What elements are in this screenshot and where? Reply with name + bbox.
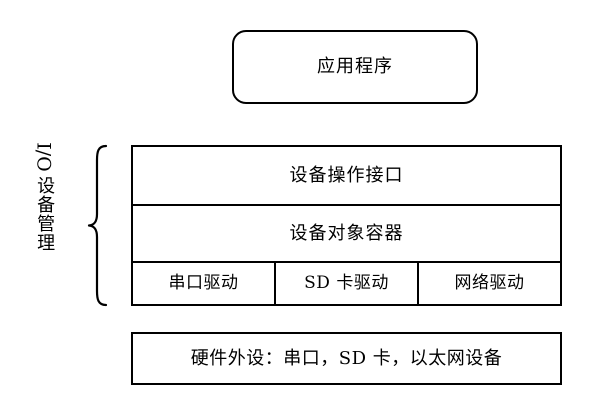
serial-driver-label: 串口驱动 bbox=[168, 273, 239, 293]
application-program-label: 应用程序 bbox=[317, 56, 393, 77]
serial-driver-cell: 串口驱动 bbox=[133, 263, 276, 304]
io-device-management-label: I/O 设备管理 bbox=[26, 140, 62, 308]
driver-row: 串口驱动 SD 卡驱动 网络驱动 bbox=[133, 263, 560, 304]
device-operation-interface-label: 设备操作接口 bbox=[289, 164, 404, 186]
hardware-peripherals-label: 硬件外设：串口，SD 卡，以太网设备 bbox=[190, 347, 503, 369]
hardware-peripherals-box: 硬件外设：串口，SD 卡，以太网设备 bbox=[131, 332, 562, 385]
device-management-label: 设备管理 bbox=[34, 176, 56, 252]
network-driver-label: 网络驱动 bbox=[454, 273, 525, 293]
device-object-container-label: 设备对象容器 bbox=[289, 222, 404, 244]
application-program-box: 应用程序 bbox=[232, 30, 478, 104]
sd-card-driver-cell: SD 卡驱动 bbox=[276, 263, 419, 304]
io-label: I/O bbox=[33, 142, 56, 172]
device-object-container-row: 设备对象容器 bbox=[133, 206, 560, 263]
device-operation-interface-row: 设备操作接口 bbox=[133, 147, 560, 206]
curly-brace-icon bbox=[86, 144, 110, 307]
network-driver-cell: 网络驱动 bbox=[419, 263, 560, 304]
sd-card-driver-label: SD 卡驱动 bbox=[304, 273, 389, 293]
io-stack: 设备操作接口 设备对象容器 串口驱动 SD 卡驱动 网络驱动 bbox=[131, 145, 562, 306]
